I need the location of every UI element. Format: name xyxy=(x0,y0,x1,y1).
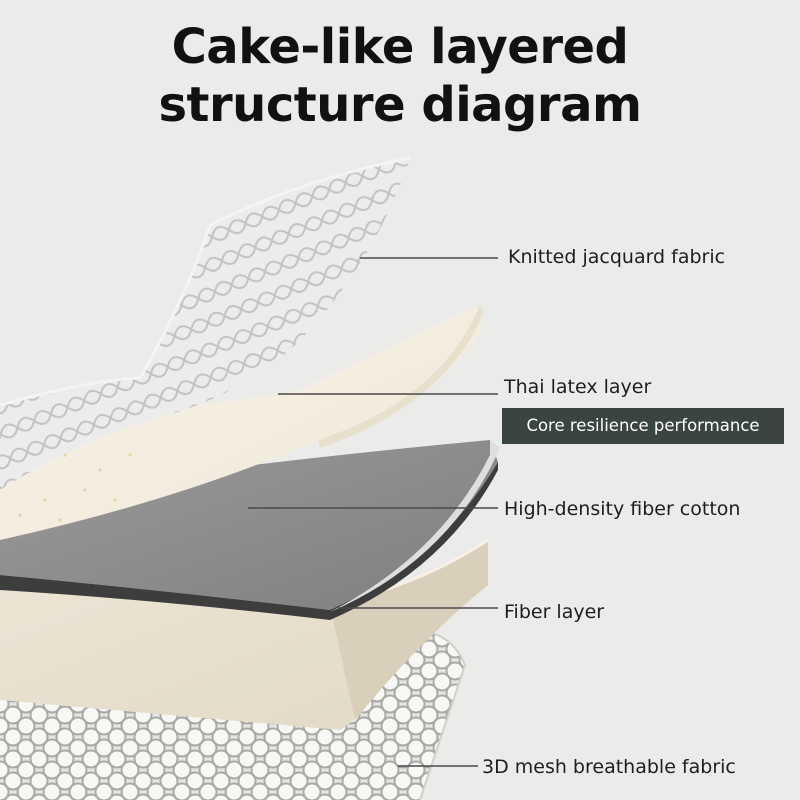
diagram-title: Cake-like layered structure diagram xyxy=(0,18,800,134)
label-knitted-jacquard: Knitted jacquard fabric xyxy=(508,246,726,268)
label-fiber-layer: Fiber layer xyxy=(504,601,605,623)
title-line-2: structure diagram xyxy=(158,77,642,133)
title-line-1: Cake-like layered xyxy=(171,19,629,75)
label-thai-latex: Thai latex layer xyxy=(504,376,652,398)
label-mesh-fabric: 3D mesh breathable fabric xyxy=(482,756,736,778)
jacquard-fabric-layer xyxy=(0,156,411,490)
leader-lines xyxy=(248,257,498,767)
label-fiber-cotton: High-density fiber cotton xyxy=(504,498,741,520)
badge-core-resilience: Core resilience performance xyxy=(502,408,784,444)
latex-layer xyxy=(0,305,484,540)
